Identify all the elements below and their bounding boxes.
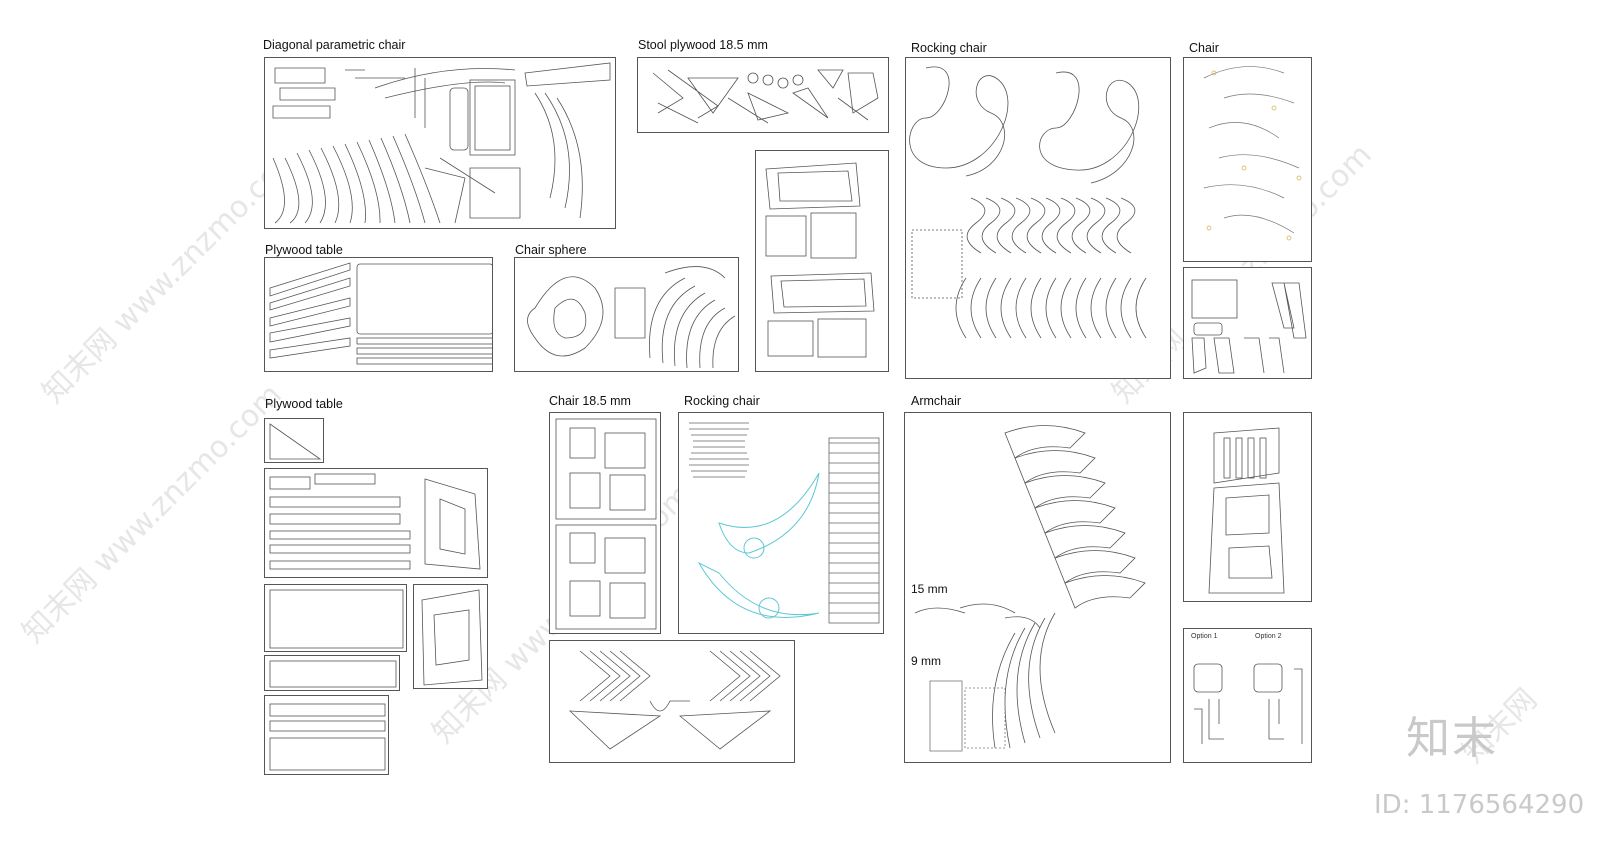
watermark-logo: 知末 — [1406, 713, 1498, 764]
sheet-title-chair-sphere: Chair sphere — [515, 243, 587, 257]
sheet-title-rocking-chair-2: Rocking chair — [684, 394, 760, 408]
cut-sheet-chair-sphere — [514, 257, 739, 372]
cut-sheet-armchair — [904, 412, 1171, 763]
sheet-title-plywood-table: Plywood table — [265, 243, 343, 257]
cut-sheet-stool — [637, 57, 889, 133]
cut-sheet-plywood-table-2-strips — [264, 695, 389, 775]
sheet-title-armchair: Armchair — [911, 394, 962, 408]
cut-sheet-plywood-table-2-top — [264, 418, 324, 463]
cut-sheet-rocking-chair — [905, 57, 1171, 379]
cut-sheet-chair — [1183, 57, 1312, 262]
sheet-title-stool: Stool plywood 18.5 mm — [638, 38, 768, 52]
sheet-title-plywood-table-2: Plywood table — [265, 397, 343, 411]
option-1-label: Option 1 — [1191, 633, 1218, 640]
option-2-label: Option 2 — [1255, 633, 1282, 640]
watermark-id: ID: 1176564290 — [1374, 790, 1585, 820]
cut-sheet-chair-3 — [1183, 412, 1312, 602]
cut-sheet-plywood-table-2-panel — [264, 584, 407, 652]
cut-sheet-diagonal-chair — [264, 57, 616, 229]
cut-sheet-chair-2 — [1183, 267, 1312, 379]
cut-sheet-plywood-table-2 — [264, 468, 488, 578]
cut-sheet-plywood-table — [264, 257, 493, 372]
thickness-label-9mm: 9 mm — [911, 654, 941, 668]
thickness-label-15mm: 15 mm — [911, 582, 948, 596]
cut-sheet-stool-parts — [755, 150, 889, 372]
cut-sheet-plywood-table-2-leg — [413, 584, 488, 689]
diagonal-watermark: 知末网 www.znzmo.com — [15, 377, 289, 651]
sheet-title-chair-18-5: Chair 18.5 mm — [549, 394, 631, 408]
cut-sheet-plywood-table-2-bottom — [264, 655, 400, 691]
cut-sheet-chair-options — [1183, 628, 1312, 763]
sheet-title-diagonal-chair: Diagonal parametric chair — [263, 38, 406, 52]
sheet-title-rocking-chair: Rocking chair — [911, 41, 987, 55]
sheet-title-chair: Chair — [1189, 41, 1219, 55]
cut-sheet-chair-bottom — [549, 640, 795, 763]
cut-sheet-rocking-chair-2 — [678, 412, 884, 634]
cut-sheet-chair-18-5 — [549, 412, 661, 634]
